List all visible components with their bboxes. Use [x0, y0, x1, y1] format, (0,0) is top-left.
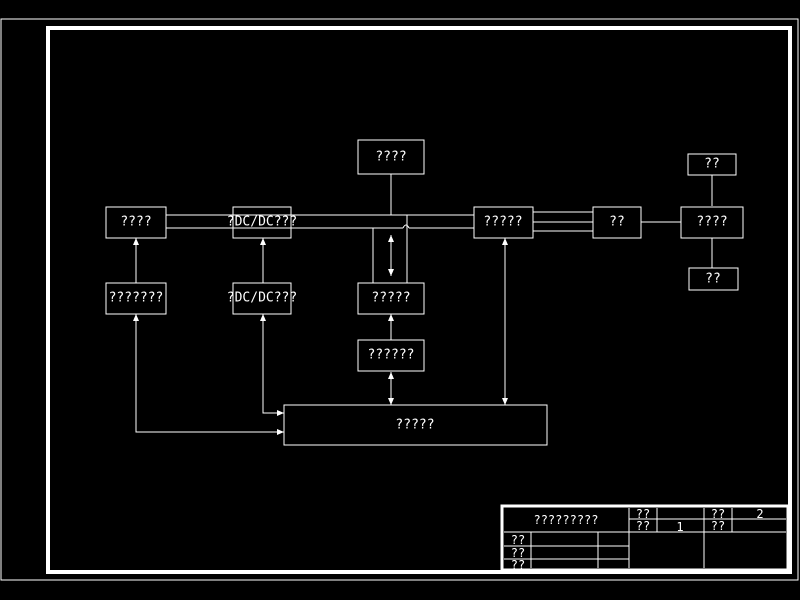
node-far-right-top: ??: [687, 153, 737, 176]
node-left-top-label: ????: [120, 215, 151, 230]
node-left-top: ????: [105, 206, 167, 239]
node-bottom-main-label: ?????: [395, 418, 434, 433]
node-far-right-bottom-label: ??: [705, 272, 721, 287]
node-far-right-top-label: ??: [704, 157, 720, 172]
title-block: ????????? ?? ?? 1 ?? ?? 2 ?? ?? ??: [500, 504, 790, 572]
node-top-center: ????: [357, 139, 425, 175]
title-block-label-g: ??: [511, 558, 525, 572]
title-block-label-d: ??: [711, 519, 725, 533]
connection-wires: [133, 174, 713, 435]
node-center-mid-label: ?????: [371, 291, 410, 306]
node-dcdc-top-label: ?DC/DC???: [227, 215, 297, 230]
node-mid-right: ??: [592, 206, 642, 239]
node-dcdc-mid-label: ?DC/DC???: [227, 291, 297, 306]
title-block-label-e: ??: [511, 533, 525, 547]
node-center-lower-label: ??????: [368, 348, 415, 363]
inner-frame: [46, 26, 792, 574]
outer-border: [0, 18, 799, 581]
node-far-right-bottom: ??: [688, 267, 739, 291]
node-far-right-label: ????: [696, 215, 727, 230]
node-center-right-label: ?????: [483, 215, 522, 230]
node-center-mid: ?????: [357, 282, 425, 315]
node-center-right: ?????: [473, 206, 534, 239]
title-block-label-a: ??: [636, 507, 650, 521]
node-dcdc-top: ?DC/DC???: [227, 206, 297, 239]
node-center-lower: ??????: [357, 339, 425, 372]
title-block-title: ?????????: [533, 513, 598, 527]
title-block-qty: 1: [676, 520, 683, 534]
node-mid-right-label: ??: [609, 215, 625, 230]
node-left-mid: ???????: [105, 282, 167, 315]
title-block-label-f: ??: [511, 546, 525, 560]
node-top-center-label: ????: [375, 150, 406, 165]
title-block-frame: [500, 504, 790, 572]
node-left-mid-label: ???????: [109, 291, 164, 306]
node-bottom-main: ?????: [283, 404, 548, 446]
node-far-right: ????: [680, 206, 744, 239]
node-dcdc-mid: ?DC/DC???: [227, 282, 297, 315]
title-block-sheet-number: 2: [756, 507, 763, 521]
title-block-label-b: ??: [636, 519, 650, 533]
title-block-label-c: ??: [711, 507, 725, 521]
